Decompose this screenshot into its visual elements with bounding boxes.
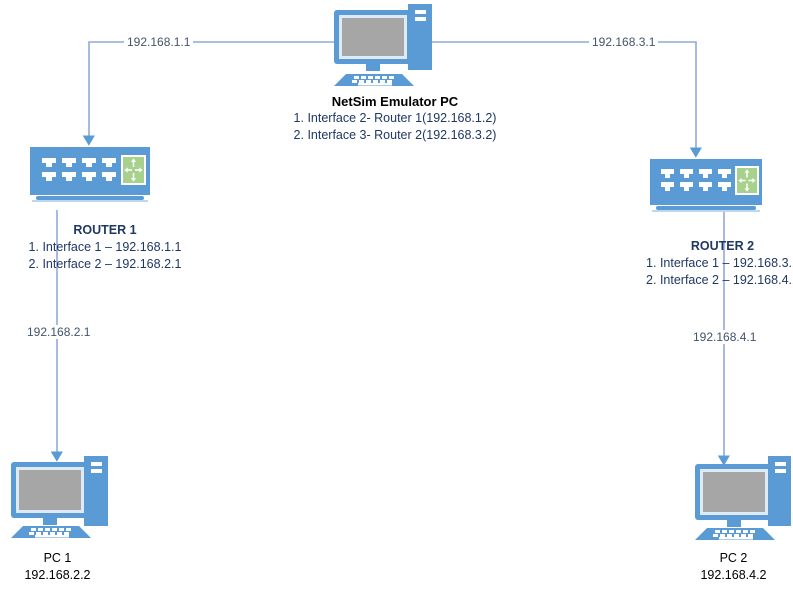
link-label-router1-pc1: 192.168.2.1 [24,325,94,339]
emulator-pc-interface-1: 1. Interface 2- Router 1(192.168.1.2) [293,111,497,125]
link-label-router2-pc2: 192.168.4.1 [690,330,760,344]
router-1-interface-1: 1. Interface 1 – 192.168.1.1 [28,240,182,254]
link-label-emulator-router1: 192.168.1.1 [124,35,194,49]
router-1-title: ROUTER 1 [73,223,137,237]
pc-1-ip: 192.168.2.2 [24,568,91,582]
link-emulator-router1-path [82,41,336,146]
desktop-computer-icon [695,456,791,540]
node-label-router-1: ROUTER 1 1. Interface 1 – 192.168.1.1 2.… [0,222,210,273]
router-2-title: ROUTER 2 [690,239,755,253]
node-label-pc-1: PC 1 192.168.2.2 [0,550,115,584]
node-router-2[interactable] [646,157,776,226]
link-label-emulator-router2: 192.168.3.1 [589,35,659,49]
router-1-interface-2: 2. Interface 2 – 192.168.2.1 [28,257,182,271]
desktop-computer-icon [334,4,432,86]
node-router-1[interactable] [26,145,156,214]
emulator-pc-interface-2: 2. Interface 3- Router 2(192.168.3.2) [293,128,497,142]
router-2-interface-2: 2. Interface 2 – 192.168.4.1 [646,273,793,287]
emulator-pc-title: NetSim Emulator PC [331,94,459,109]
pc-2-ip: 192.168.4.2 [700,568,767,582]
pc-1-title: PC 1 [43,551,72,565]
router-icon [650,159,762,212]
router-2-interface-1: 1. Interface 1 – 192.168.3.1 [646,256,793,270]
node-label-pc-2: PC 2 192.168.4.2 [676,550,791,584]
link-emulator-router2-path [428,41,702,158]
node-label-router-2: ROUTER 2 1. Interface 1 – 192.168.3.1 2.… [615,238,793,289]
node-label-emulator-pc: NetSim Emulator PC 1. Interface 2- Route… [265,93,525,144]
desktop-computer-icon [11,456,108,538]
node-pc-2[interactable] [684,450,793,547]
pc-2-title: PC 2 [719,551,748,565]
node-pc-1[interactable] [8,448,118,545]
node-emulator-pc[interactable] [330,2,440,93]
router-icon [30,147,150,202]
